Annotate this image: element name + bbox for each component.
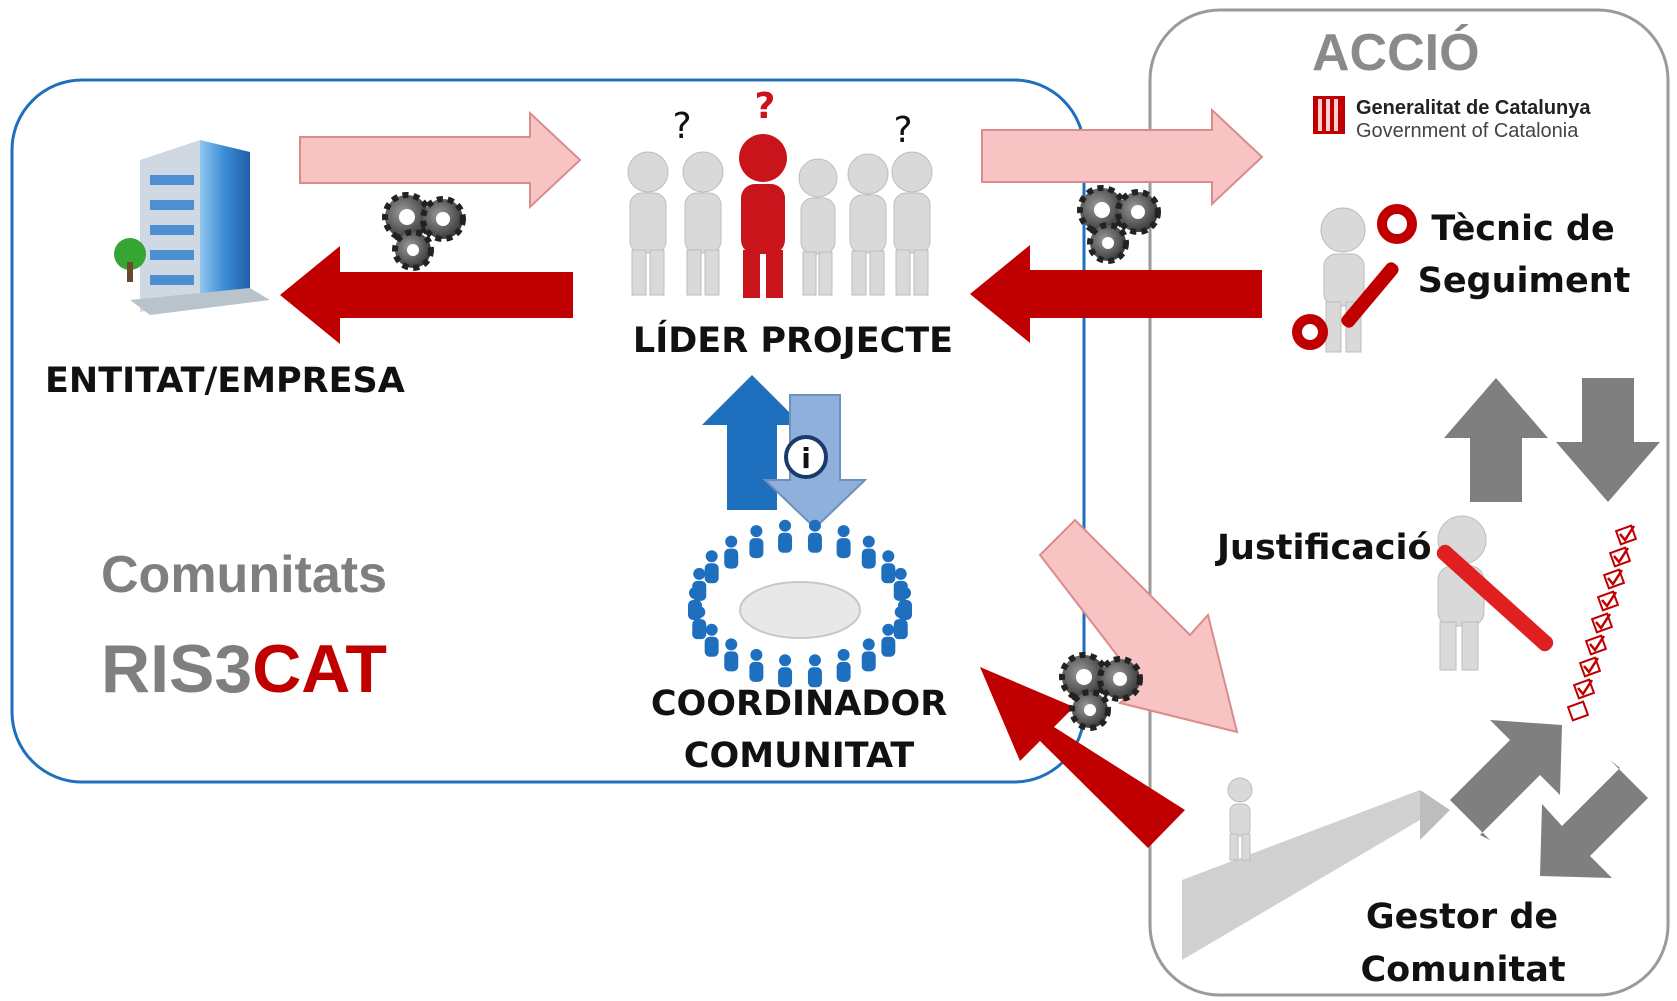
community-member-icon: [749, 525, 764, 559]
checkmark-icon: [1613, 547, 1630, 565]
svg-text:i: i: [801, 442, 811, 475]
checkmark-icon: [1589, 635, 1606, 653]
ris3cat-prefix: RIS3: [101, 631, 252, 707]
arrow-tecnic-to-justificacio: [1556, 378, 1660, 502]
label-coordinador-line-1: COORDINADOR: [651, 684, 947, 724]
arrow-lider-to-entitat: [280, 246, 573, 344]
label-gestor-line-2: Comunitat: [1360, 950, 1565, 990]
community-member-icon: [893, 567, 908, 601]
gears-icon: [1077, 185, 1161, 264]
checkmark-icon: [1595, 613, 1612, 631]
question-mark: ?: [893, 110, 912, 151]
community-member-icon: [724, 535, 739, 569]
checkmark-icon: [1619, 525, 1636, 543]
community-member-icon: [893, 606, 908, 640]
checkmark-icon: [1583, 657, 1600, 675]
generalitat-emblem-icon: [1313, 96, 1345, 134]
community-member-icon: [807, 519, 822, 553]
community-member-icon: [692, 567, 707, 601]
acc-logo: ACCIÓ Generalitat de Catalunya Governmen…: [1312, 24, 1591, 142]
community-member-icon: [836, 525, 851, 559]
question-mark: ?: [672, 106, 691, 147]
generalitat-line-2: Government of Catalonia: [1356, 120, 1579, 142]
label-justificacio: Justificació: [1215, 528, 1432, 568]
ris3cat-line-1: Comunitats: [101, 546, 387, 604]
ris3cat-logo: Comunitats RIS3CAT: [82, 520, 417, 745]
community-member-icon: [778, 654, 793, 688]
label-tecnic-line-1: Tècnic de: [1431, 209, 1614, 249]
community-member-icon: [861, 535, 876, 569]
community-member-icon: [807, 654, 822, 688]
info-icon: i: [784, 435, 828, 479]
ris3cat-line-2: RIS3CAT: [101, 631, 387, 707]
checkbox-icon: [1566, 700, 1590, 722]
arrow-justificacio-to-tecnic: [1444, 378, 1548, 502]
community-region-frame: [10, 78, 1086, 784]
arrow-entitat-to-lider: [299, 110, 582, 210]
label-coordinador-line-2: COMUNITAT: [684, 736, 915, 776]
community-member-icon: [881, 550, 896, 584]
gears-icon: [1059, 652, 1143, 731]
community-manager-ramp-icon: [1182, 777, 1450, 960]
generalitat-line-1: Generalitat de Catalunya: [1356, 97, 1591, 119]
label-entitat-empresa: ENTITAT/EMPRESA: [45, 361, 405, 401]
arrow-lider-to-tecnic: [981, 107, 1264, 207]
label-tecnic-line-2: Seguiment: [1418, 261, 1631, 301]
label-lider-projecte: LÍDER PROJECTE: [633, 319, 953, 361]
checkmark-icon: [1577, 679, 1594, 697]
community-member-icon: [778, 519, 793, 553]
technician-wrench-icon: [1292, 204, 1417, 353]
justification-checklist-icon: [1436, 515, 1638, 722]
arrow-tecnic-to-lider: [970, 245, 1262, 343]
ris3cat-suffix: CAT: [252, 631, 387, 707]
arrow-justificacio-to-gestor: [1540, 760, 1648, 878]
checkmark-icon: [1601, 591, 1618, 609]
question-mark: ?: [755, 86, 776, 127]
community-member-icon: [704, 623, 719, 657]
community-circle-icon: [688, 519, 912, 688]
community-member-icon: [749, 648, 764, 682]
community-member-icon: [724, 638, 739, 672]
community-member-icon: [836, 648, 851, 682]
checkmark-icon: [1607, 569, 1624, 587]
acc-title: ACCIÓ: [1312, 24, 1480, 82]
label-gestor-line-1: Gestor de: [1366, 897, 1558, 937]
arrow-gestor-to-coordinador: [980, 667, 1185, 848]
office-building-icon: [114, 140, 270, 315]
gears-icon: [382, 192, 466, 271]
community-member-icon: [704, 550, 719, 584]
community-member-icon: [861, 638, 876, 672]
arrow-gestor-to-justificacio: [1450, 720, 1562, 840]
project-team-icon: ? ? ?: [627, 86, 933, 298]
community-member-icon: [881, 623, 896, 657]
arrow-coordinador-to-lider: [702, 375, 802, 510]
